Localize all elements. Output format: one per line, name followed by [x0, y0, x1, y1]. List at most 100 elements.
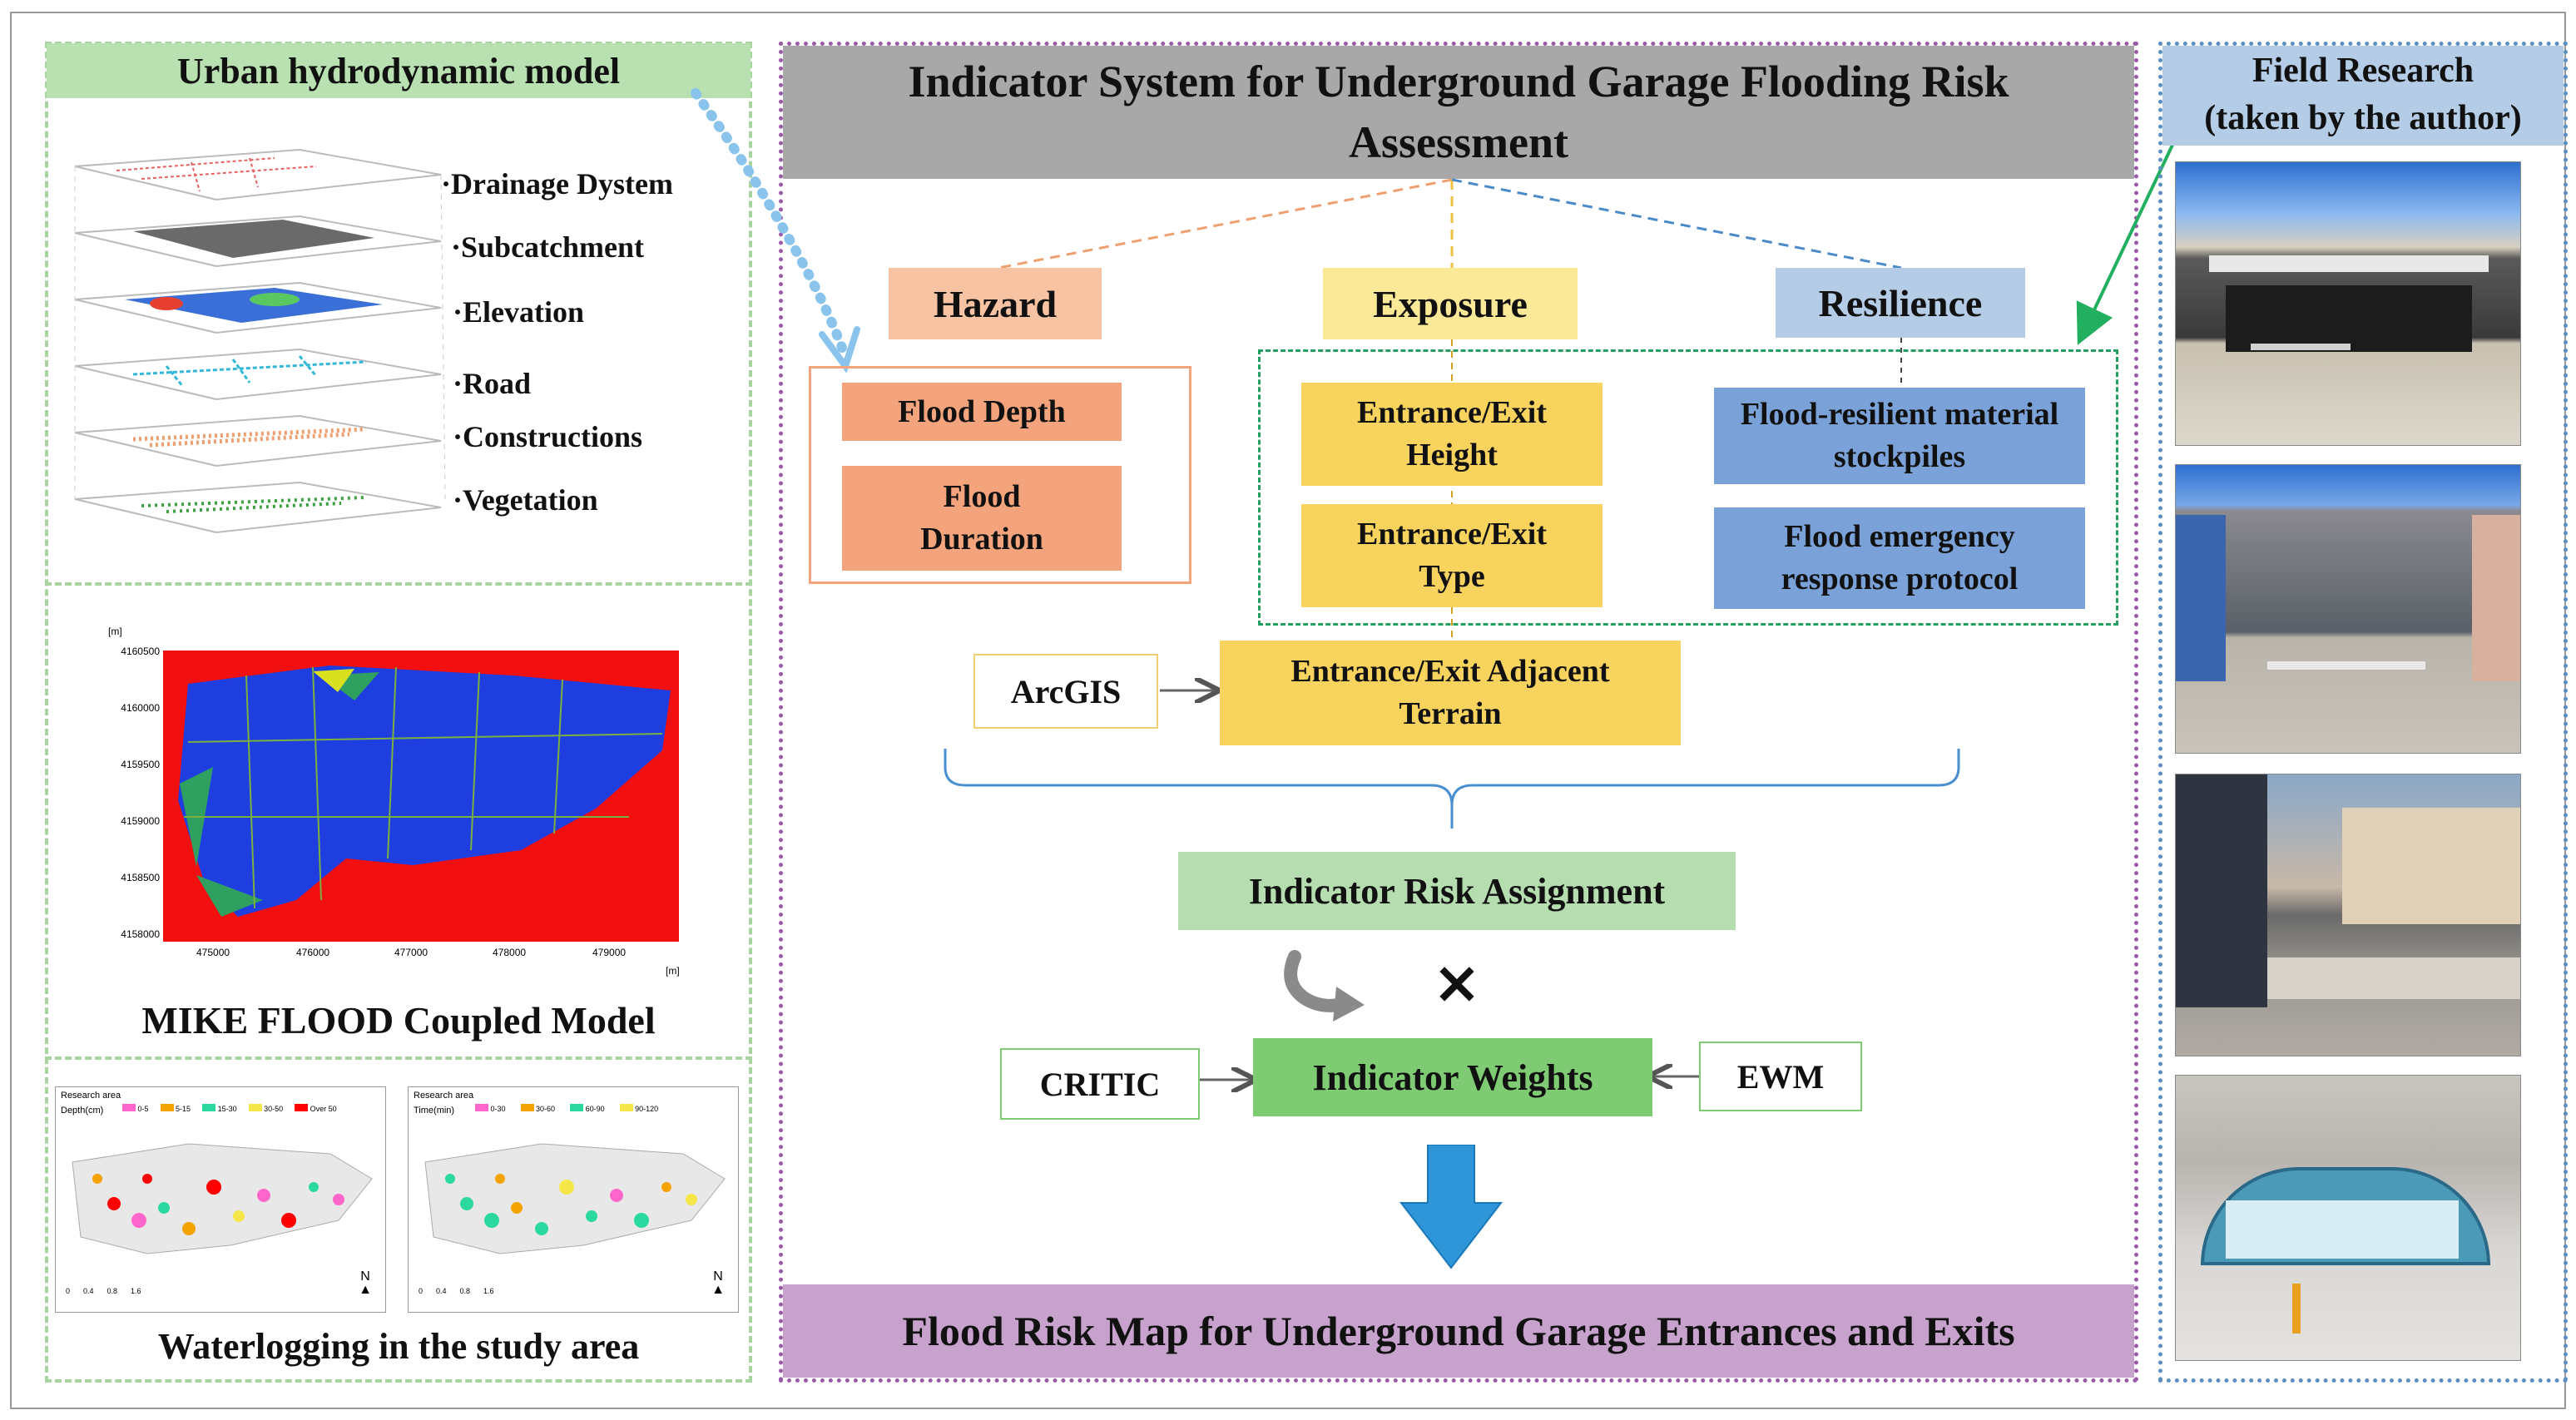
map-y-ticks: 4160500 4160000 4159500 4159000 4158500 … [110, 646, 160, 953]
road-lines [132, 355, 367, 388]
layer-vegetation [74, 481, 442, 534]
hazard-header: Hazard [889, 268, 1102, 339]
flood-duration-box: Flood Duration [842, 466, 1122, 571]
drainage-lines [116, 157, 317, 192]
entrance-type-box: Entrance/Exit Type [1301, 504, 1603, 607]
time-map-title: Research area [414, 1091, 474, 1101]
depth-map: Research area Depth(cm) 0-5 5-15 15-30 3… [55, 1086, 386, 1313]
map-y-tick: 4160000 [121, 702, 160, 714]
map-y-tick: 4158500 [121, 872, 160, 883]
elevation-green [250, 293, 300, 306]
time-spots [445, 1174, 697, 1235]
field-photo-2 [2175, 464, 2521, 754]
terrain-box: Entrance/Exit Adjacent Terrain [1220, 641, 1681, 745]
elevation-hot [150, 297, 183, 310]
time-legend-label: Time(min) [414, 1106, 455, 1116]
title-to-resilience-line [1451, 178, 1902, 270]
map-y-tick: 4158000 [121, 928, 160, 940]
map-x-tick: 476000 [296, 947, 330, 958]
vegetation-marks [141, 496, 367, 513]
construction-marks [132, 427, 367, 448]
layer-label-elevation: ·Elevation [453, 295, 585, 329]
depth-map-shape [72, 1143, 373, 1254]
arcgis-box: ArcGIS [973, 654, 1158, 729]
multiply-symbol: × [1432, 948, 1482, 1017]
flood-yellow-edge [313, 669, 354, 692]
flood-depth-box: Flood Depth [842, 383, 1122, 441]
layer-label-drainage: ·Drainage Dystem [441, 167, 673, 200]
map-x-tick: 477000 [394, 947, 429, 958]
map-caption: MIKE FLOOD Coupled Model [141, 998, 656, 1041]
down-arrow-icon [1399, 1145, 1503, 1269]
cycle-arrow-icon [1284, 950, 1365, 1022]
legend-swatch-15-30: 15-30 [202, 1104, 237, 1113]
legend-swatch-0-5: 0-5 [122, 1104, 149, 1113]
map-y-tick: 4160500 [121, 646, 160, 657]
dotted-model-arrow [691, 88, 847, 353]
right-title: Field Research (taken by the author) [2162, 46, 2564, 146]
exposure-resilience-group [1258, 349, 2118, 626]
legend-swatch-90-120: 90-120 [619, 1104, 658, 1113]
legend-swatch-0-30: 0-30 [475, 1104, 506, 1113]
layer-guide-lines [74, 166, 446, 500]
right-panel [2158, 42, 2568, 1383]
depth-spots [92, 1174, 344, 1235]
entrance-height-box: Entrance/Exit Height [1301, 383, 1603, 486]
center-title: Indicator System for Underground Garage … [783, 46, 2134, 179]
depth-legend: 0-5 5-15 15-30 30-50 Over 50 [122, 1104, 337, 1113]
center-panel [779, 42, 2138, 1383]
hazard-group [809, 366, 1191, 584]
layer-label-subcatchment: ·Subcatchment [451, 230, 645, 264]
result-bar: Flood Risk Map for Underground Garage En… [783, 1284, 2134, 1378]
left-divider-2 [45, 1056, 752, 1060]
map-x-tick: 475000 [196, 947, 230, 958]
emergency-protocol-box: Flood emergency response protocol [1714, 507, 2085, 609]
waterlog-caption: Waterlogging in the study area [157, 1325, 640, 1367]
layer-label-vegetation: ·Vegetation [453, 483, 598, 517]
field-photo-3 [2175, 774, 2521, 1056]
right-title-line2: (taken by the author) [2204, 98, 2522, 137]
left-divider-1 [45, 582, 752, 586]
layer-label-road: ·Road [453, 367, 532, 400]
exposure-header: Exposure [1323, 268, 1578, 339]
map-grid-lines [184, 666, 663, 909]
ewm-box: EWM [1699, 1041, 1862, 1111]
field-photo-1 [2175, 161, 2521, 446]
map-x-ticks: 475000 476000 477000 478000 479000 [163, 947, 679, 963]
resilience-header: Resilience [1776, 268, 2025, 338]
legend-swatch-30-60: 30-60 [520, 1104, 555, 1113]
time-map-shape [424, 1143, 726, 1254]
indicator-weights-box: Indicator Weights [1253, 1038, 1652, 1116]
map-x-tick: 478000 [493, 947, 527, 958]
material-stockpiles-box: Flood-resilient material stockpiles [1714, 388, 2085, 484]
section-brace [944, 749, 1960, 829]
legend-swatch-60-90: 60-90 [570, 1104, 605, 1113]
title-to-hazard-line [998, 178, 1453, 270]
map-x-unit: [m] [666, 965, 680, 977]
legend-swatch-30-50: 30-50 [248, 1104, 283, 1113]
elevation-fill [125, 288, 383, 323]
critic-box: CRITIC [1000, 1048, 1200, 1120]
map-x-tick: 479000 [592, 947, 627, 958]
depth-legend-label: Depth(cm) [61, 1106, 104, 1116]
subcatchment-fill [133, 220, 374, 258]
map-y-tick: 4159000 [121, 815, 160, 827]
north-arrow-icon: N▲ [711, 1269, 725, 1297]
risk-assignment-box: Indicator Risk Assignment [1178, 852, 1736, 930]
right-title-line1: Field Research [2252, 52, 2474, 90]
field-photo-4 [2175, 1075, 2521, 1361]
time-legend: 0-30 30-60 60-90 90-120 [475, 1104, 658, 1113]
north-arrow-icon: N▲ [359, 1269, 372, 1297]
map-y-tick: 4159500 [121, 759, 160, 770]
flood-extent [178, 665, 671, 917]
layer-label-constructions: ·Constructions [453, 420, 643, 453]
time-map: Research area Time(min) 0-30 30-60 60-90… [408, 1086, 739, 1313]
left-title: Urban hydrodynamic model [47, 43, 751, 98]
legend-swatch-over-50: Over 50 [295, 1104, 337, 1113]
layer-stack-illustration [74, 148, 446, 534]
depth-map-title: Research area [61, 1091, 121, 1101]
legend-swatch-5-15: 5-15 [160, 1104, 191, 1113]
